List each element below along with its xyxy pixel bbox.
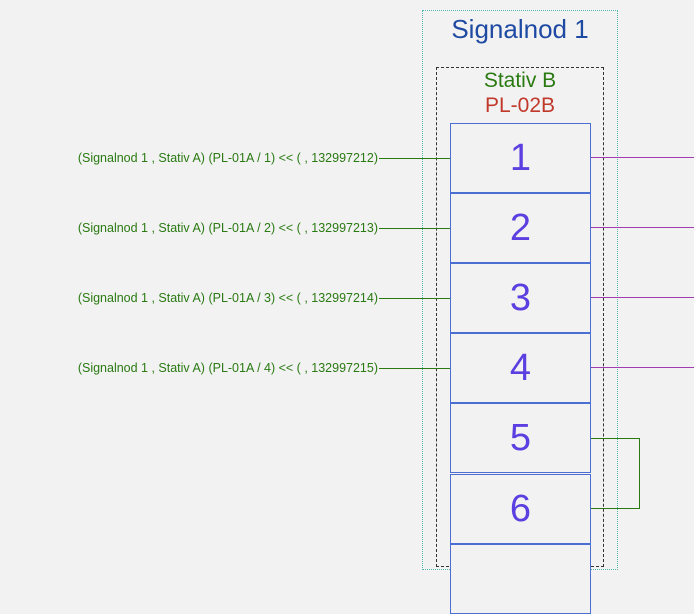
loopback-wire-5-6 [591, 438, 640, 509]
rack-title: Stativ B [483, 69, 557, 92]
outgoing-wire-2 [591, 227, 694, 228]
connection-label-2[interactable]: (Signalnod 1 , Stativ A) (PL-01A / 2) <<… [77, 221, 378, 235]
connection-label-1[interactable]: (Signalnod 1 , Stativ A) (PL-01A / 1) <<… [77, 151, 378, 165]
port-7[interactable] [450, 544, 591, 614]
outgoing-wire-3 [591, 297, 694, 298]
outgoing-wire-1 [591, 157, 694, 158]
port-1[interactable]: 1 [450, 123, 591, 193]
port-5[interactable]: 5 [450, 403, 591, 473]
port-2[interactable]: 2 [450, 193, 591, 263]
port-4[interactable]: 4 [450, 333, 591, 403]
port-3[interactable]: 3 [450, 263, 591, 333]
connection-label-3[interactable]: (Signalnod 1 , Stativ A) (PL-01A / 3) <<… [77, 291, 378, 305]
outgoing-wire-4 [591, 367, 694, 368]
patch-panel-title: PL-02B [484, 94, 556, 117]
signal-node-title: Signalnod 1 [451, 14, 589, 44]
incoming-wire-2 [379, 228, 450, 229]
incoming-wire-1 [379, 158, 450, 159]
diagram-canvas: Signalnod 1 Stativ B PL-02B 1 2 3 4 5 6 … [77, 10, 694, 614]
port-6[interactable]: 6 [450, 474, 591, 544]
connection-label-4[interactable]: (Signalnod 1 , Stativ A) (PL-01A / 4) <<… [77, 361, 378, 375]
incoming-wire-4 [379, 368, 450, 369]
incoming-wire-3 [379, 298, 450, 299]
